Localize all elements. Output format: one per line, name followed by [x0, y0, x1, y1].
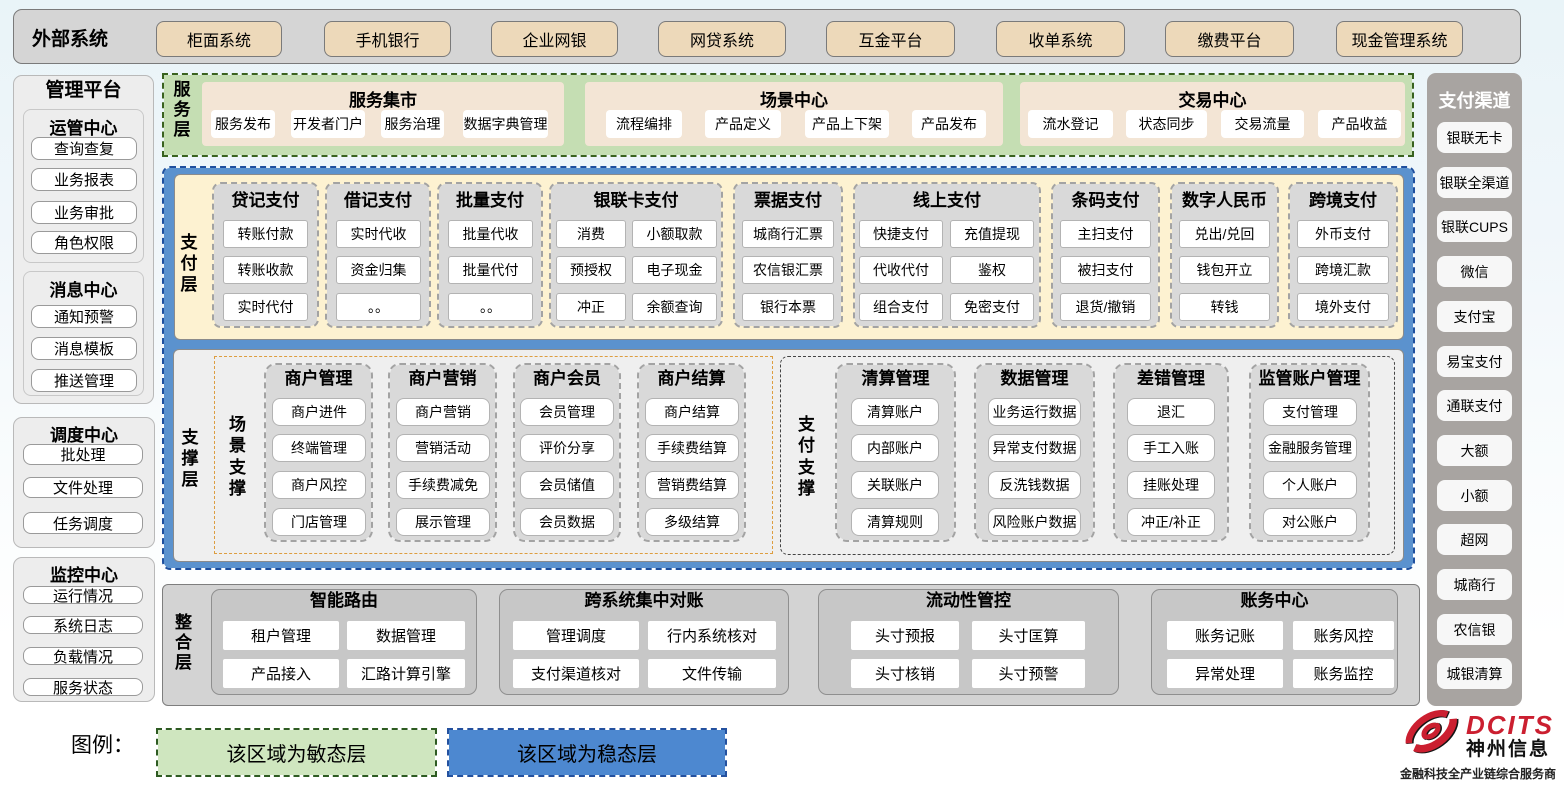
- svg-text:金融科技全产业链综合服务商: 金融科技全产业链综合服务商: [1399, 766, 1556, 781]
- svg-text:神州信息: 神州信息: [1466, 737, 1550, 760]
- svg-text:DCITS: DCITS: [1466, 710, 1554, 740]
